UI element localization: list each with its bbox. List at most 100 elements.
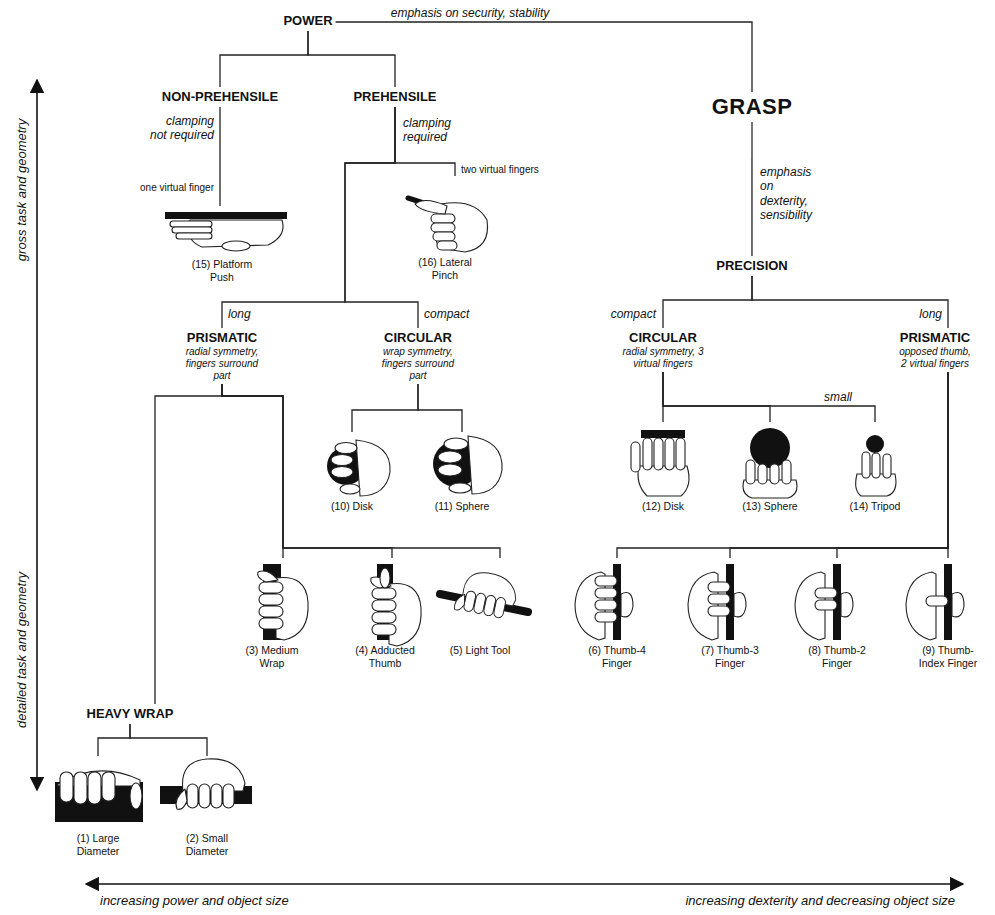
lateral-pinch-figure [408,198,488,252]
category-node: PRISMATICopposed thumb, 2 virtual finger… [896,330,974,370]
hand [371,577,421,646]
grasp-caption: (9) Thumb-Index Finger [915,644,981,669]
tree-connector [155,384,222,704]
grasp-caption: (16) Lateral Pinch [405,256,485,281]
tree-connector [617,372,948,558]
grasp-type-node: (11) Sphere [435,434,490,513]
tree-connector [220,31,308,87]
grasp-caption: (7) Thumb-3 Finger [697,644,763,669]
hand [415,200,488,252]
grasp-caption: (13) Sphere [742,500,797,513]
tree-connector [352,384,418,432]
axis-label: increasing power and object size [100,893,289,909]
category-heading: CIRCULAR [373,330,463,346]
category-node: CIRCULARradial symmetry, 3 virtual finge… [621,330,705,370]
category-heading: POWER [283,13,332,29]
category-note: radial symmetry, fingers surround part [177,346,267,382]
grasp-type-node: (1) Large Diameter [58,758,138,857]
precision-sphere-figure [743,428,797,498]
category-heading: NON-PREHENSILE [162,89,278,105]
edge-label: compact [424,307,469,321]
tree-connector [130,724,207,756]
grasp-type-node: (13) Sphere [742,424,797,513]
edge-label: emphasis on dexterity, sensibility [760,165,822,223]
tree-connector [751,122,752,256]
grasp-caption: (11) Sphere [435,500,490,513]
hand [795,572,853,640]
power-disk-figure [327,440,390,496]
grasp-type-node: (16) Lateral Pinch [405,178,485,281]
grasp-type-node: (5) Light Tool [450,560,511,657]
adducted-thumb-figure [371,564,421,646]
hand [856,452,896,496]
edge-label: long [919,307,942,321]
hand [688,572,746,640]
hand [176,759,245,809]
grasp-type-node: (7) Thumb-3 Finger [697,560,763,669]
platform-push-figure [165,212,287,251]
grasp-type-node: (12) Disk [642,424,684,513]
grasp-caption: (15) Platform Push [182,258,262,283]
axis-label: increasing dexterity and decreasing obje… [685,893,955,909]
edge-label: compact [611,307,656,321]
grasp-type-node: (10) Disk [331,434,373,513]
horizontal-axis-arrow [86,883,963,885]
tree-connector [752,276,948,328]
category-heading: PREHENSILE [353,89,436,105]
tree-connector [663,276,752,328]
tripod-figure [856,435,896,496]
grasp-caption: (8) Thumb-2 Finger [804,644,870,669]
category-node: PRECISION [716,258,788,274]
axis-label: detailed task and geometry [14,572,30,728]
category-node: POWER [283,13,332,29]
medium-wrap-figure [258,564,308,640]
hand [438,436,502,494]
grasp-caption: (12) Disk [642,500,684,513]
grasp-type-node: (9) Thumb-Index Finger [915,560,981,669]
hand [258,571,308,640]
root-node: GRASP [712,94,793,120]
grasp-type-node: (6) Thumb-4 Finger [584,560,650,669]
tree-connector [663,372,875,422]
grasp-caption: (3) Medium Wrap [239,644,305,669]
hand [170,220,283,251]
category-note: radial symmetry, 3 virtual fingers [621,346,705,370]
hand [58,771,142,809]
hand [906,572,964,640]
category-note: wrap symmetry, fingers surround part [373,346,463,382]
tree-connector [947,372,948,558]
hand [331,440,390,496]
edge-label: emphasis on security, stability [391,6,550,20]
hand [454,567,520,621]
category-note: opposed thumb, 2 virtual fingers [896,346,974,370]
small-diameter-figure [160,759,252,809]
thumb-2-finger-figure [795,564,853,640]
hand [631,438,689,496]
category-heading: HEAVY WRAP [87,706,174,722]
root-heading: GRASP [712,94,793,120]
thumb-4-finger-figure [575,564,633,640]
category-node: PREHENSILE [353,89,436,105]
grasp-caption: (6) Thumb-4 Finger [584,644,650,669]
edge-label: small [824,390,852,404]
grasp-type-node: (4) Adducted Thumb [352,560,418,669]
category-node: HEAVY WRAP [87,706,174,722]
annotation-note: clamping required [403,116,465,145]
grasp-type-node: (8) Thumb-2 Finger [804,560,870,669]
tree-connector [222,107,395,328]
category-node: CIRCULARwrap symmetry, fingers surround … [373,330,463,382]
grasp-caption: (14) Tripod [850,500,901,513]
tree-connector [730,372,948,558]
category-heading: CIRCULAR [621,330,705,346]
tree-connector [222,384,500,558]
edge-label: clamping not required [148,114,214,143]
object-ball [866,435,884,453]
category-heading: PRISMATIC [896,330,974,346]
tree-connector [222,384,283,558]
object-disk [641,430,685,438]
large-diameter-figure [55,771,143,822]
edge-label: two virtual fingers [461,164,539,176]
light-tool-figure [440,567,528,621]
object-plate [165,212,287,219]
